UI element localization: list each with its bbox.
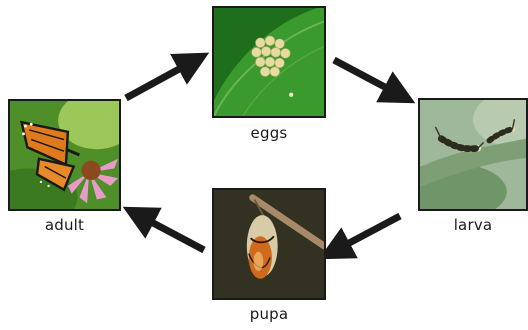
adult-label: adult	[8, 216, 121, 234]
arrow-adult-to-eggs	[126, 62, 192, 98]
arrow-pupa-to-adult	[140, 216, 204, 250]
arrow-eggs-to-larva	[334, 60, 398, 94]
larva-photo	[418, 98, 528, 211]
eggs-photo	[212, 6, 326, 118]
eggs-label: eggs	[212, 124, 326, 142]
larva-label: larva	[418, 216, 528, 234]
adult-photo	[8, 99, 121, 211]
pupa-photo	[212, 188, 326, 300]
pupa-label: pupa	[212, 305, 326, 323]
arrow-larva-to-pupa	[336, 216, 400, 250]
